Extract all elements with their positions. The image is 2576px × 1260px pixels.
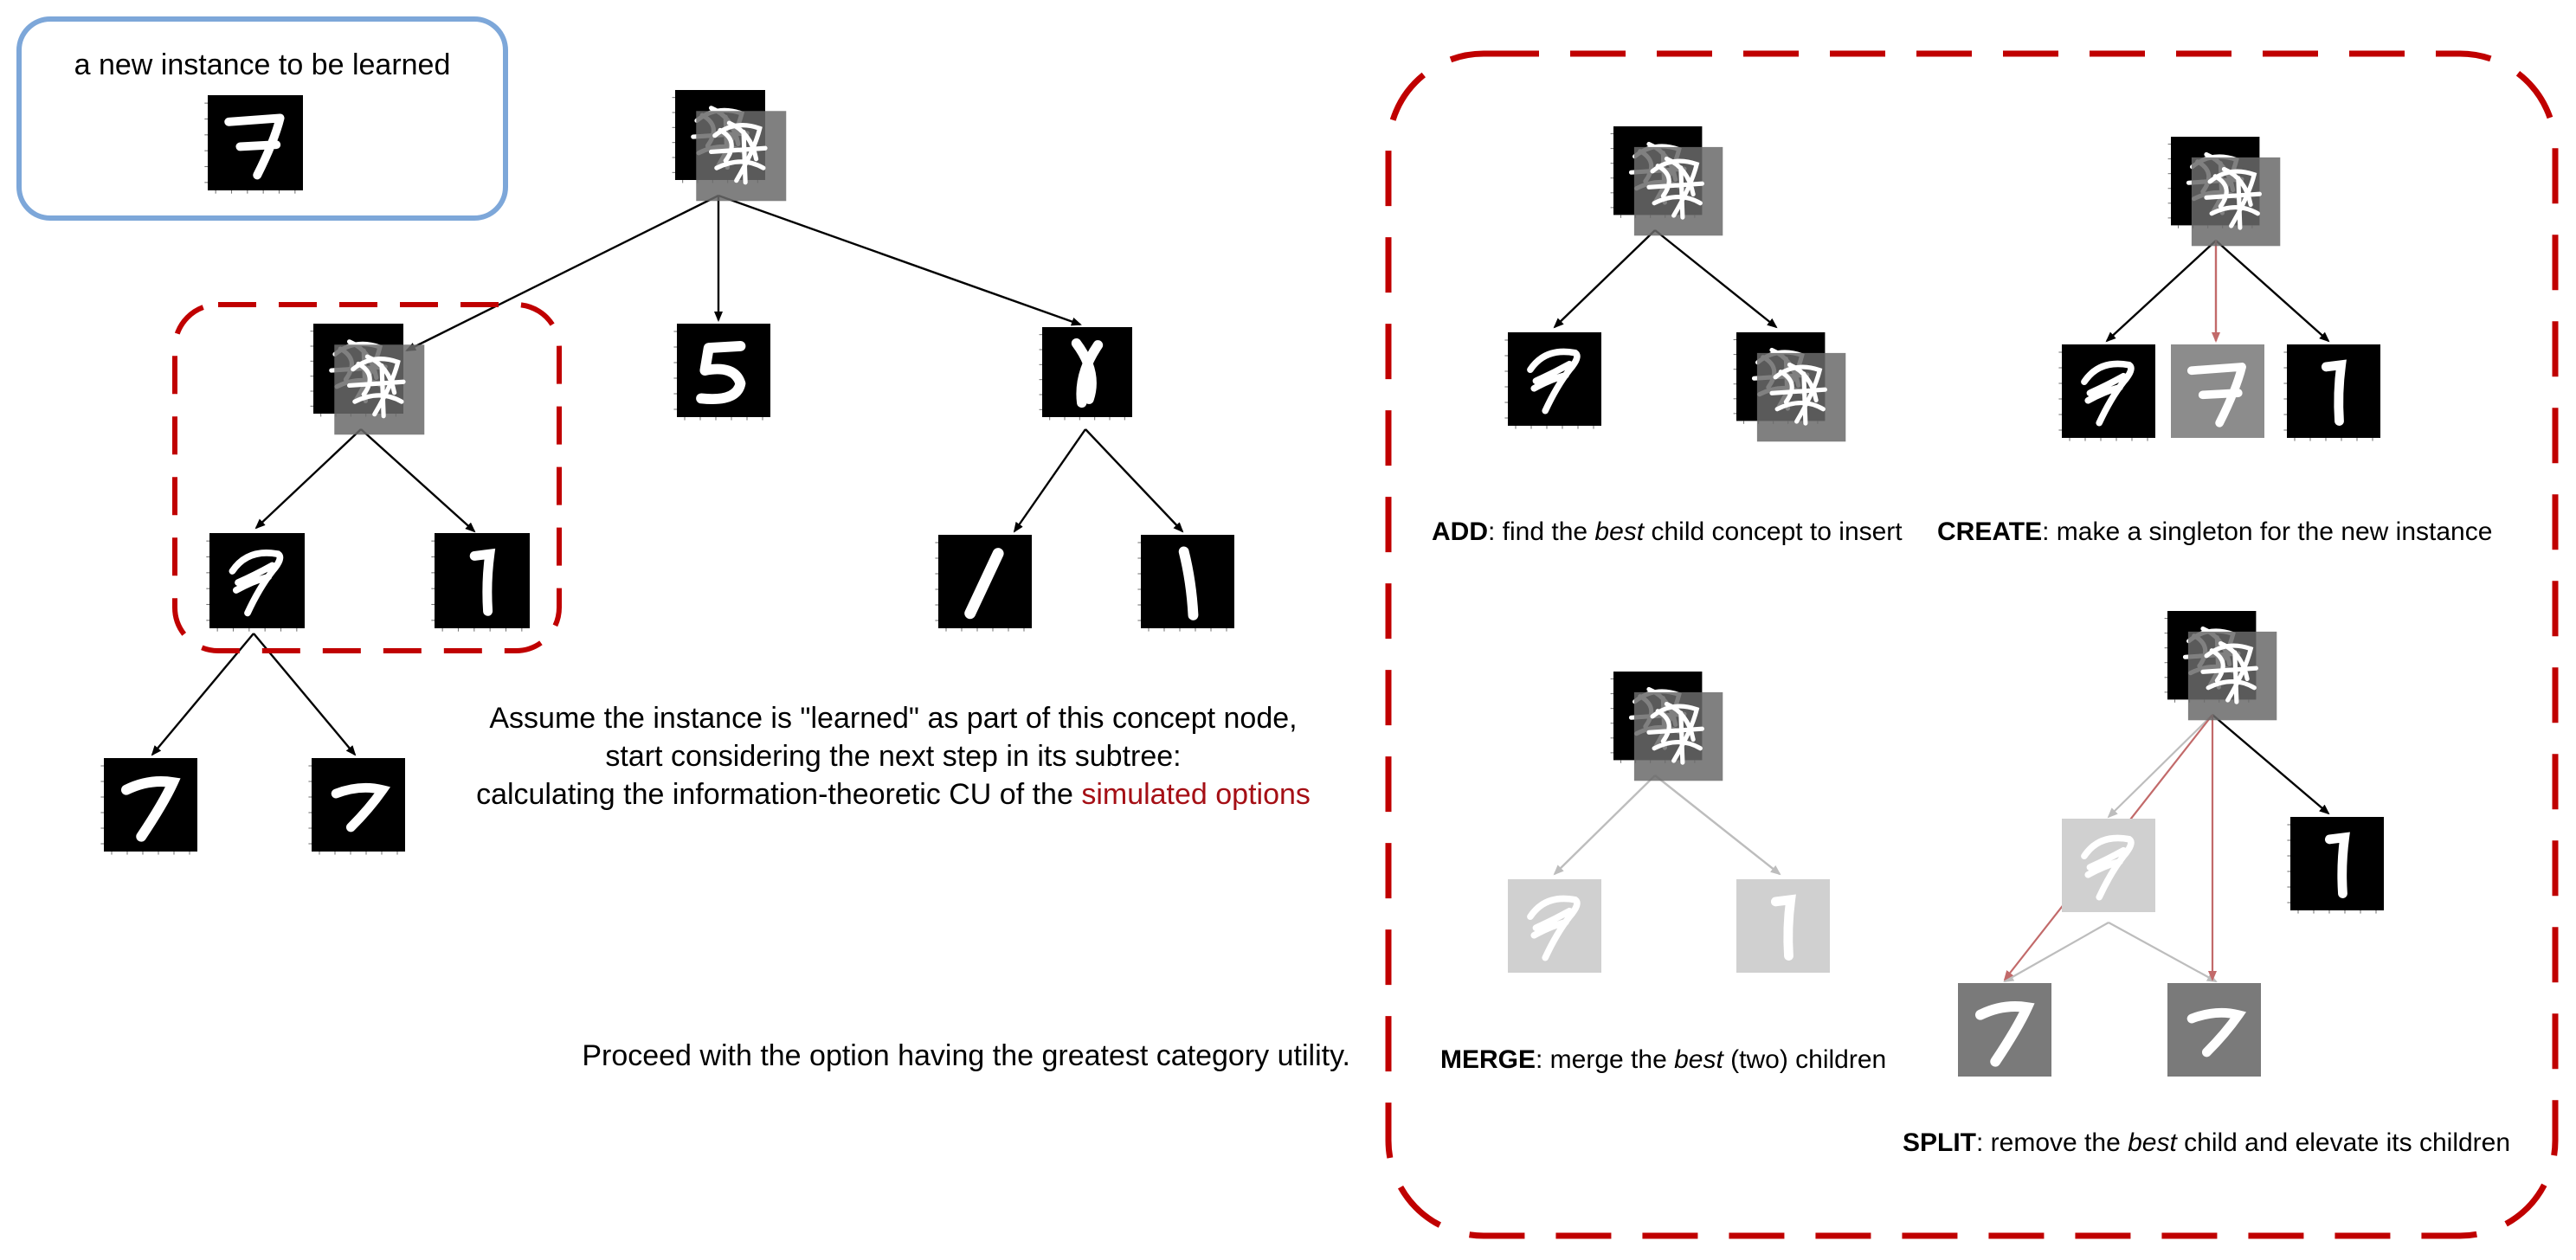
selected-concept-highlight [172, 302, 562, 653]
split-caption-pre: : remove the [1976, 1128, 2128, 1157]
tree-edges [151, 194, 1184, 756]
leaf-node-seven-wide [307, 757, 406, 856]
add-caption-em: best [1594, 518, 1645, 546]
grandchild-node-seven-loop [205, 532, 306, 633]
option-create-diagram [2058, 137, 2381, 442]
new-instance-digit [203, 94, 304, 195]
info-line-3-prefix: calculating the information-theoretic CU… [476, 778, 1082, 811]
split-keyword: SPLIT [1903, 1128, 1977, 1157]
add-option-caption: ADD: find the best child concept to inse… [1432, 518, 1903, 547]
option-merge-diagram [1508, 672, 1830, 973]
new-instance-panel: a new instance to be learned [16, 16, 508, 221]
new-instance-label: a new instance to be learned [74, 48, 451, 81]
create-keyword: CREATE [1937, 518, 2043, 546]
info-line-1: Assume the instance is "learned" as part… [489, 702, 1298, 735]
split-caption-post: child and elevate its children [2176, 1128, 2511, 1157]
split-caption-em: best [2128, 1128, 2177, 1157]
merge-option-caption: MERGE: merge the best (two) children [1440, 1045, 1886, 1075]
simulated-options-highlight: simulated options [1081, 778, 1311, 811]
child-concept-node-mixed [311, 324, 425, 434]
merge-caption-pre: : merge the [1536, 1045, 1675, 1074]
info-text: Assume the instance is "learned" as part… [443, 699, 1343, 813]
proceed-text: Proceed with the option having the great… [582, 1039, 1350, 1072]
add-keyword: ADD [1432, 518, 1488, 546]
leaf-node-seven-curly [100, 757, 198, 856]
option-split-diagram [1958, 611, 2385, 1077]
create-caption-text: : make a singleton for the new instance [2042, 518, 2493, 546]
add-caption-post: child concept to insert [1644, 518, 1903, 546]
merge-caption-post: (two) children [1723, 1045, 1887, 1074]
add-caption-pre: : find the [1488, 518, 1595, 546]
root-concept-node [673, 90, 787, 201]
merge-caption-em: best [1674, 1045, 1723, 1074]
grandchild-node-one [1137, 534, 1235, 633]
option-add-diagram [1504, 126, 1845, 441]
grandchild-node-seven [430, 532, 531, 633]
split-option-caption: SPLIT: remove the best child and elevate… [1903, 1128, 2510, 1158]
simulated-options-panel [1385, 50, 2559, 1239]
options-dashed-border [1385, 50, 2559, 1239]
create-option-caption: CREATE: make a singleton for the new ins… [1937, 518, 2492, 547]
info-line-2: start considering the next step in its s… [605, 740, 1182, 773]
child-concept-node-x [1039, 326, 1133, 421]
merge-keyword: MERGE [1440, 1045, 1536, 1074]
concept-tree [100, 90, 1235, 856]
child-concept-node-five [673, 323, 771, 421]
info-line-3: calculating the information-theoretic CU… [443, 775, 1343, 813]
grandchild-node-one-slant [934, 534, 1033, 633]
